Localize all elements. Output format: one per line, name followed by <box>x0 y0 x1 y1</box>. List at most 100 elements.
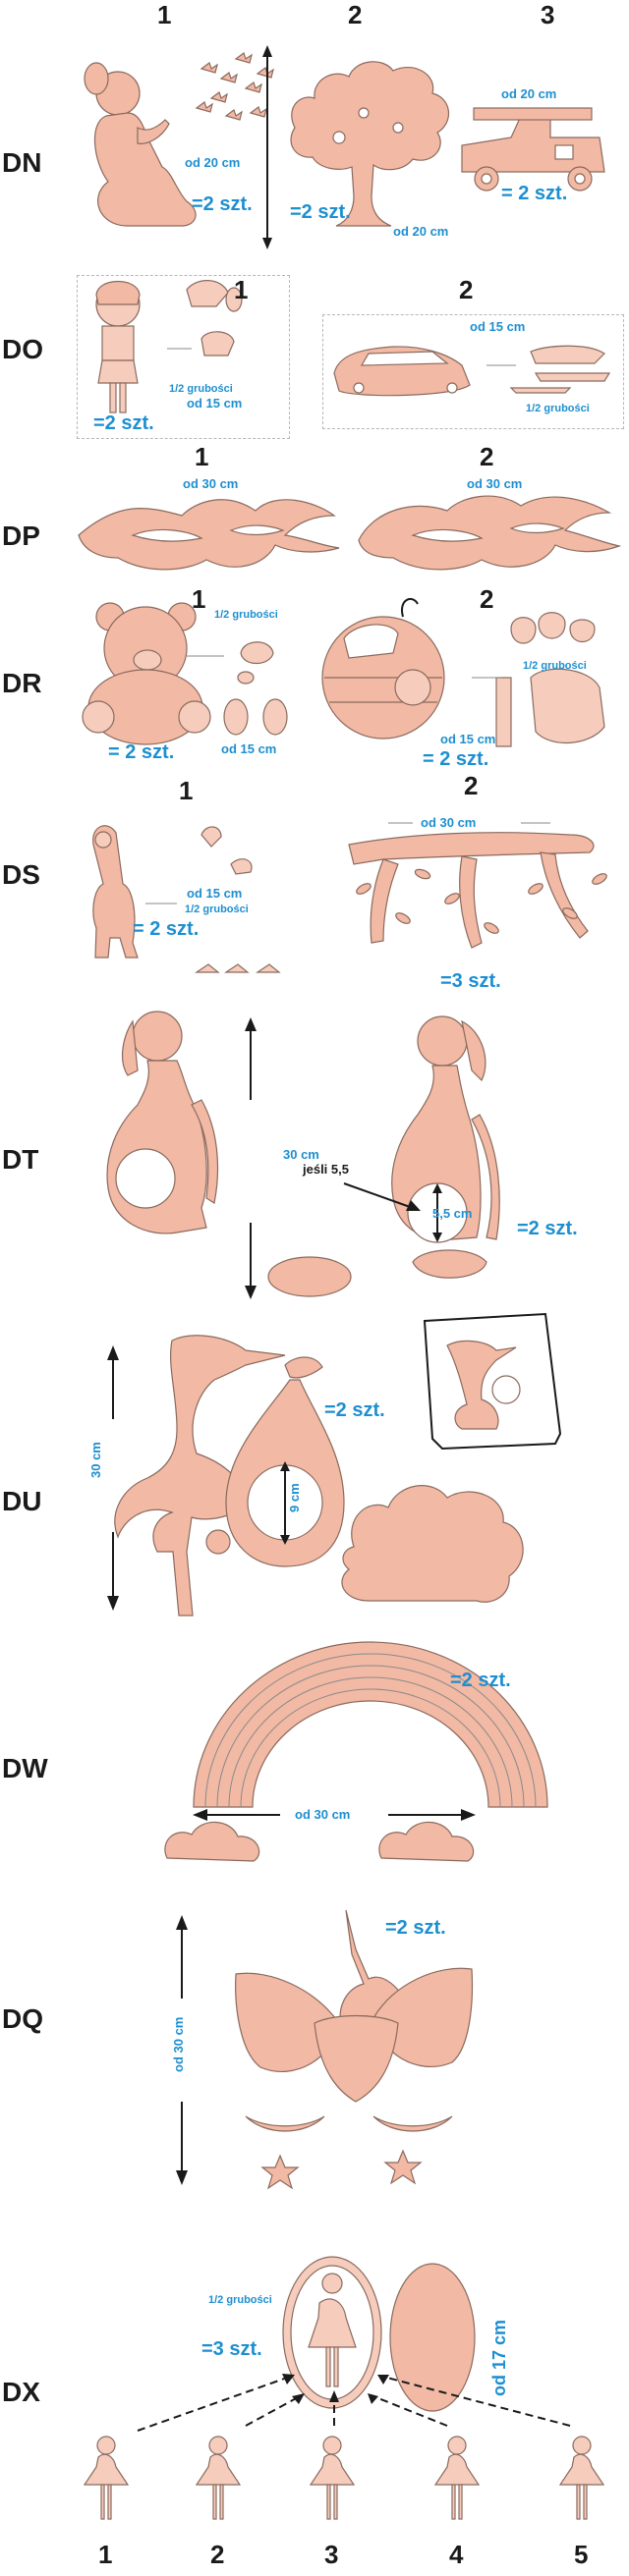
oval-frame <box>282 2256 382 2409</box>
pregnant-silhouette-1 <box>106 1011 219 1234</box>
dp-num-1: 1 <box>195 442 209 471</box>
cloud-left <box>164 1821 260 1862</box>
ds-size-1: od 15 cm <box>187 886 243 901</box>
dn-qty-3: = 2 szt. <box>501 183 568 204</box>
ds-num-2: 2 <box>464 771 479 800</box>
car-parts <box>486 345 611 394</box>
star-left <box>260 2154 300 2190</box>
dr-num-2: 2 <box>480 584 494 614</box>
do-panel-2 <box>322 314 624 429</box>
dn-artwork <box>84 45 605 249</box>
section-code-du: DU <box>2 1486 42 1516</box>
dq-qty: =2 szt. <box>385 1917 446 1939</box>
giraffe-figure <box>92 825 139 959</box>
dp-num-2: 2 <box>480 442 494 471</box>
car-figure <box>333 346 471 397</box>
dx-label-2: 2 <box>210 2540 225 2569</box>
eyelashes <box>245 2115 453 2132</box>
ds-half-1: 1/2 grubości <box>185 904 249 915</box>
do-half-1: 1/2 grubości <box>169 383 233 395</box>
ds-qty-1: = 2 szt. <box>133 918 200 940</box>
dr-size-2: od 15 cm <box>440 732 496 746</box>
dn-size-1: od 20 cm <box>185 155 241 170</box>
column-header-3: 3 <box>541 0 555 29</box>
girl-silhouette <box>84 62 197 227</box>
firetruck-silhouette <box>461 107 605 192</box>
dr-half-1: 1/2 grubości <box>214 609 278 621</box>
cloud-shape <box>341 1485 524 1603</box>
dr-size-1: od 15 cm <box>221 741 277 756</box>
doll-figure <box>95 281 141 413</box>
dw-qty: =2 szt. <box>450 1670 511 1691</box>
dt-note-1: 30 cm <box>283 1147 319 1162</box>
ds-artwork <box>92 822 607 973</box>
giraffe-parts <box>145 826 281 973</box>
rainbow-shape <box>193 1641 548 1808</box>
dx-size: od 17 cm <box>489 2319 509 2396</box>
unicorn-shape <box>235 1909 474 2103</box>
dr-half-2: 1/2 grubości <box>523 660 587 672</box>
dx-label-5: 5 <box>574 2540 589 2569</box>
doll-parts <box>167 280 243 356</box>
dn-size-2: od 20 cm <box>393 224 449 239</box>
ds-num-1: 1 <box>179 776 194 805</box>
section-code-ds: DS <box>2 859 40 890</box>
butterflies <box>195 52 274 121</box>
ballerinas <box>83 2436 605 2520</box>
dx-label-1: 1 <box>98 2540 113 2569</box>
do-size-2: od 15 cm <box>470 319 526 334</box>
stork-figure <box>114 1335 286 1617</box>
dn-qty-1: =2 szt. <box>192 193 253 215</box>
teddy-bear <box>82 602 211 745</box>
do-half-2: 1/2 grubości <box>526 403 590 414</box>
do-num-1: 1 <box>234 275 249 304</box>
section-code-dn: DN <box>2 147 42 178</box>
do-size-1: od 15 cm <box>187 396 243 411</box>
dr-artwork <box>82 597 605 747</box>
dt-note-2: jeśli 5,5 <box>303 1162 349 1177</box>
do-artwork <box>95 280 611 413</box>
oval-solid <box>389 2263 476 2412</box>
dn-qty-2: =2 szt. <box>290 201 351 223</box>
dr-num-1: 1 <box>192 584 206 614</box>
dashed-arrows <box>137 2376 571 2432</box>
bee-figure <box>321 597 445 740</box>
section-code-dq: DQ <box>2 2003 43 2034</box>
du-artwork <box>107 1312 562 1617</box>
section-code-dr: DR <box>2 668 42 698</box>
teddy-parts <box>187 641 288 736</box>
dw-size: od 30 cm <box>295 1807 351 1822</box>
pregnant-silhouette-2 <box>391 1015 500 1279</box>
dt-size: 5,5 cm <box>432 1206 473 1221</box>
do-qty-1: =2 szt. <box>93 412 154 434</box>
section-code-dx: DX <box>2 2377 40 2407</box>
dx-label-3: 3 <box>324 2540 339 2569</box>
tree-silhouette <box>290 61 450 227</box>
dt-artwork <box>106 1011 500 1299</box>
section-code-dt: DT <box>2 1144 39 1175</box>
branch-figure <box>348 832 607 949</box>
column-header-1: 1 <box>157 0 172 29</box>
dr-qty-2: = 2 szt. <box>423 748 489 770</box>
du-qty: =2 szt. <box>324 1399 385 1421</box>
dp-size-1: od 30 cm <box>183 476 239 491</box>
dw-artwork <box>164 1641 548 1862</box>
flame-2 <box>358 495 622 571</box>
dx-half: 1/2 grubości <box>208 2294 272 2306</box>
bee-parts <box>472 612 605 747</box>
section-code-dw: DW <box>2 1753 48 1783</box>
dq-artwork <box>176 1909 474 2190</box>
section-code-do: DO <box>2 334 43 364</box>
dx-qty: =3 szt. <box>201 2338 262 2360</box>
du-preview-thumb <box>423 1312 562 1451</box>
dt-qty: =2 szt. <box>517 1218 578 1239</box>
dn-size-3: od 20 cm <box>501 86 557 101</box>
flame-1 <box>78 499 340 571</box>
ds-size-2: od 30 cm <box>421 815 477 830</box>
dr-qty-1: = 2 szt. <box>108 741 175 763</box>
column-header-2: 2 <box>348 0 363 29</box>
cloud-right <box>378 1821 475 1862</box>
do-panel-1 <box>77 275 290 439</box>
dp-artwork <box>78 495 622 571</box>
